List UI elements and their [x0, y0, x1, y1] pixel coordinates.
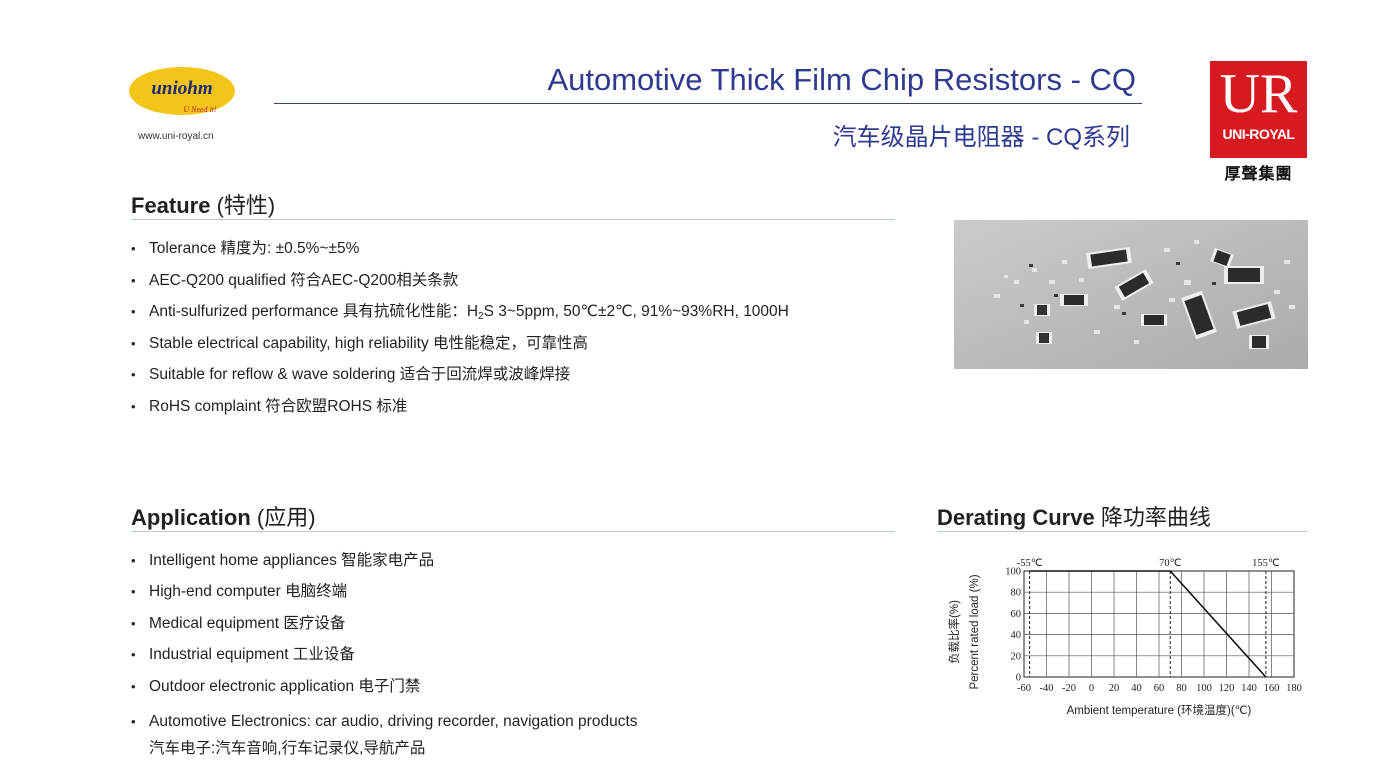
uni-royal-logo: [1210, 61, 1307, 158]
list-item: Stable electrical capability, high relia…: [131, 334, 789, 366]
page-title: Automotive Thick Film Chip Resistors - C…: [547, 62, 1136, 97]
marker-label: 70℃: [1159, 558, 1182, 569]
y-tick-label: 60: [1011, 609, 1022, 620]
uniohm-logo: uniohm U Need it!: [129, 67, 235, 115]
application-divider: [131, 531, 895, 532]
y-tick-label: 100: [1005, 567, 1021, 578]
x-tick-label: -20: [1062, 683, 1076, 694]
y-tick-label: 0: [1016, 673, 1021, 684]
y-tick-label: 40: [1011, 630, 1022, 641]
derating-curve: [1029, 570, 1267, 678]
marker-label: 155℃: [1252, 558, 1280, 569]
list-item: Intelligent home appliances 智能家电产品: [131, 551, 638, 582]
x-tick-label: 180: [1286, 683, 1302, 694]
y-axis-label-cn: 负载比率(%): [947, 600, 961, 664]
x-tick-label: 140: [1241, 683, 1257, 694]
derating-heading-cn: 降功率曲线: [1100, 505, 1211, 530]
list-item: RoHS complaint 符合欧盟ROHS 标准: [131, 397, 789, 429]
x-tick-label: 100: [1196, 683, 1212, 694]
list-item: Suitable for reflow & wave soldering 适合于…: [131, 365, 789, 397]
list-item: Industrial equipment 工业设备: [131, 645, 638, 676]
x-tick-label: 40: [1131, 683, 1142, 694]
derating-chart: -60 -40 -20 0 20 40 60 80 100 120 140 160 180 0 20 40 60…: [947, 558, 1302, 717]
list-item: Outdoor electronic application 电子门禁: [131, 677, 638, 708]
feature-list: Tolerance 精度为: ±0.5%~±5% AEC-Q200 qualif…: [131, 239, 789, 429]
feature-heading-cn: (特性): [216, 193, 276, 218]
feature-heading: Feature (特性): [131, 188, 275, 220]
chip-resistors-photo: [954, 220, 1308, 369]
x-tick-label: -60: [1017, 683, 1031, 694]
list-item: Medical equipment 医疗设备: [131, 614, 638, 645]
list-item: Automotive Electronics: car audio, drivi…: [131, 708, 638, 762]
list-item: AEC-Q200 qualified 符合AEC-Q200相关条款: [131, 271, 789, 303]
x-tick-label: 20: [1109, 683, 1120, 694]
x-tick-label: -40: [1040, 683, 1054, 694]
x-axis-label: Ambient temperature (环境温度)(℃): [1067, 703, 1252, 717]
application-list: Intelligent home appliances 智能家电产品 High-…: [131, 551, 638, 762]
list-item: Anti-sulfurized performance 具有抗硫化性能：H2S …: [131, 302, 789, 334]
x-tick-label: 120: [1219, 683, 1235, 694]
y-tick-label: 80: [1011, 588, 1022, 599]
y-axis-label: Percent rated load (%): [969, 574, 981, 689]
derating-divider: [937, 531, 1308, 532]
website-url: www.uni-royal.cn: [138, 131, 214, 142]
page-subtitle: 汽车级晶片电阻器 - CQ系列: [832, 124, 1130, 151]
feature-divider: [131, 219, 895, 220]
ur-logo-chinese: 厚聲集團: [1224, 166, 1293, 183]
x-tick-label: 60: [1154, 683, 1165, 694]
x-tick-label: 160: [1264, 683, 1280, 694]
derating-heading: Derating Curve 降功率曲线: [937, 500, 1211, 532]
list-item: Tolerance 精度为: ±0.5%~±5%: [131, 239, 789, 271]
x-tick-label: 0: [1089, 683, 1094, 694]
title-divider: [274, 103, 1142, 104]
application-heading-en: Application: [131, 505, 251, 530]
marker-label: -55℃: [1017, 558, 1043, 569]
derating-heading-en: Derating Curve: [937, 505, 1095, 530]
ur-logo-brand: UNI-ROYAL: [1222, 126, 1296, 142]
logo-wordmark: uniohm: [151, 78, 212, 99]
logo-tagline: U Need it!: [183, 105, 217, 114]
ur-logo-letters: UR: [1219, 63, 1298, 125]
feature-heading-en: Feature: [131, 193, 211, 218]
application-heading: Application (应用): [131, 500, 316, 532]
x-tick-label: 80: [1176, 683, 1187, 694]
list-item: High-end computer 电脑终端: [131, 582, 638, 613]
application-heading-cn: (应用): [256, 505, 316, 530]
y-tick-label: 20: [1011, 651, 1022, 662]
